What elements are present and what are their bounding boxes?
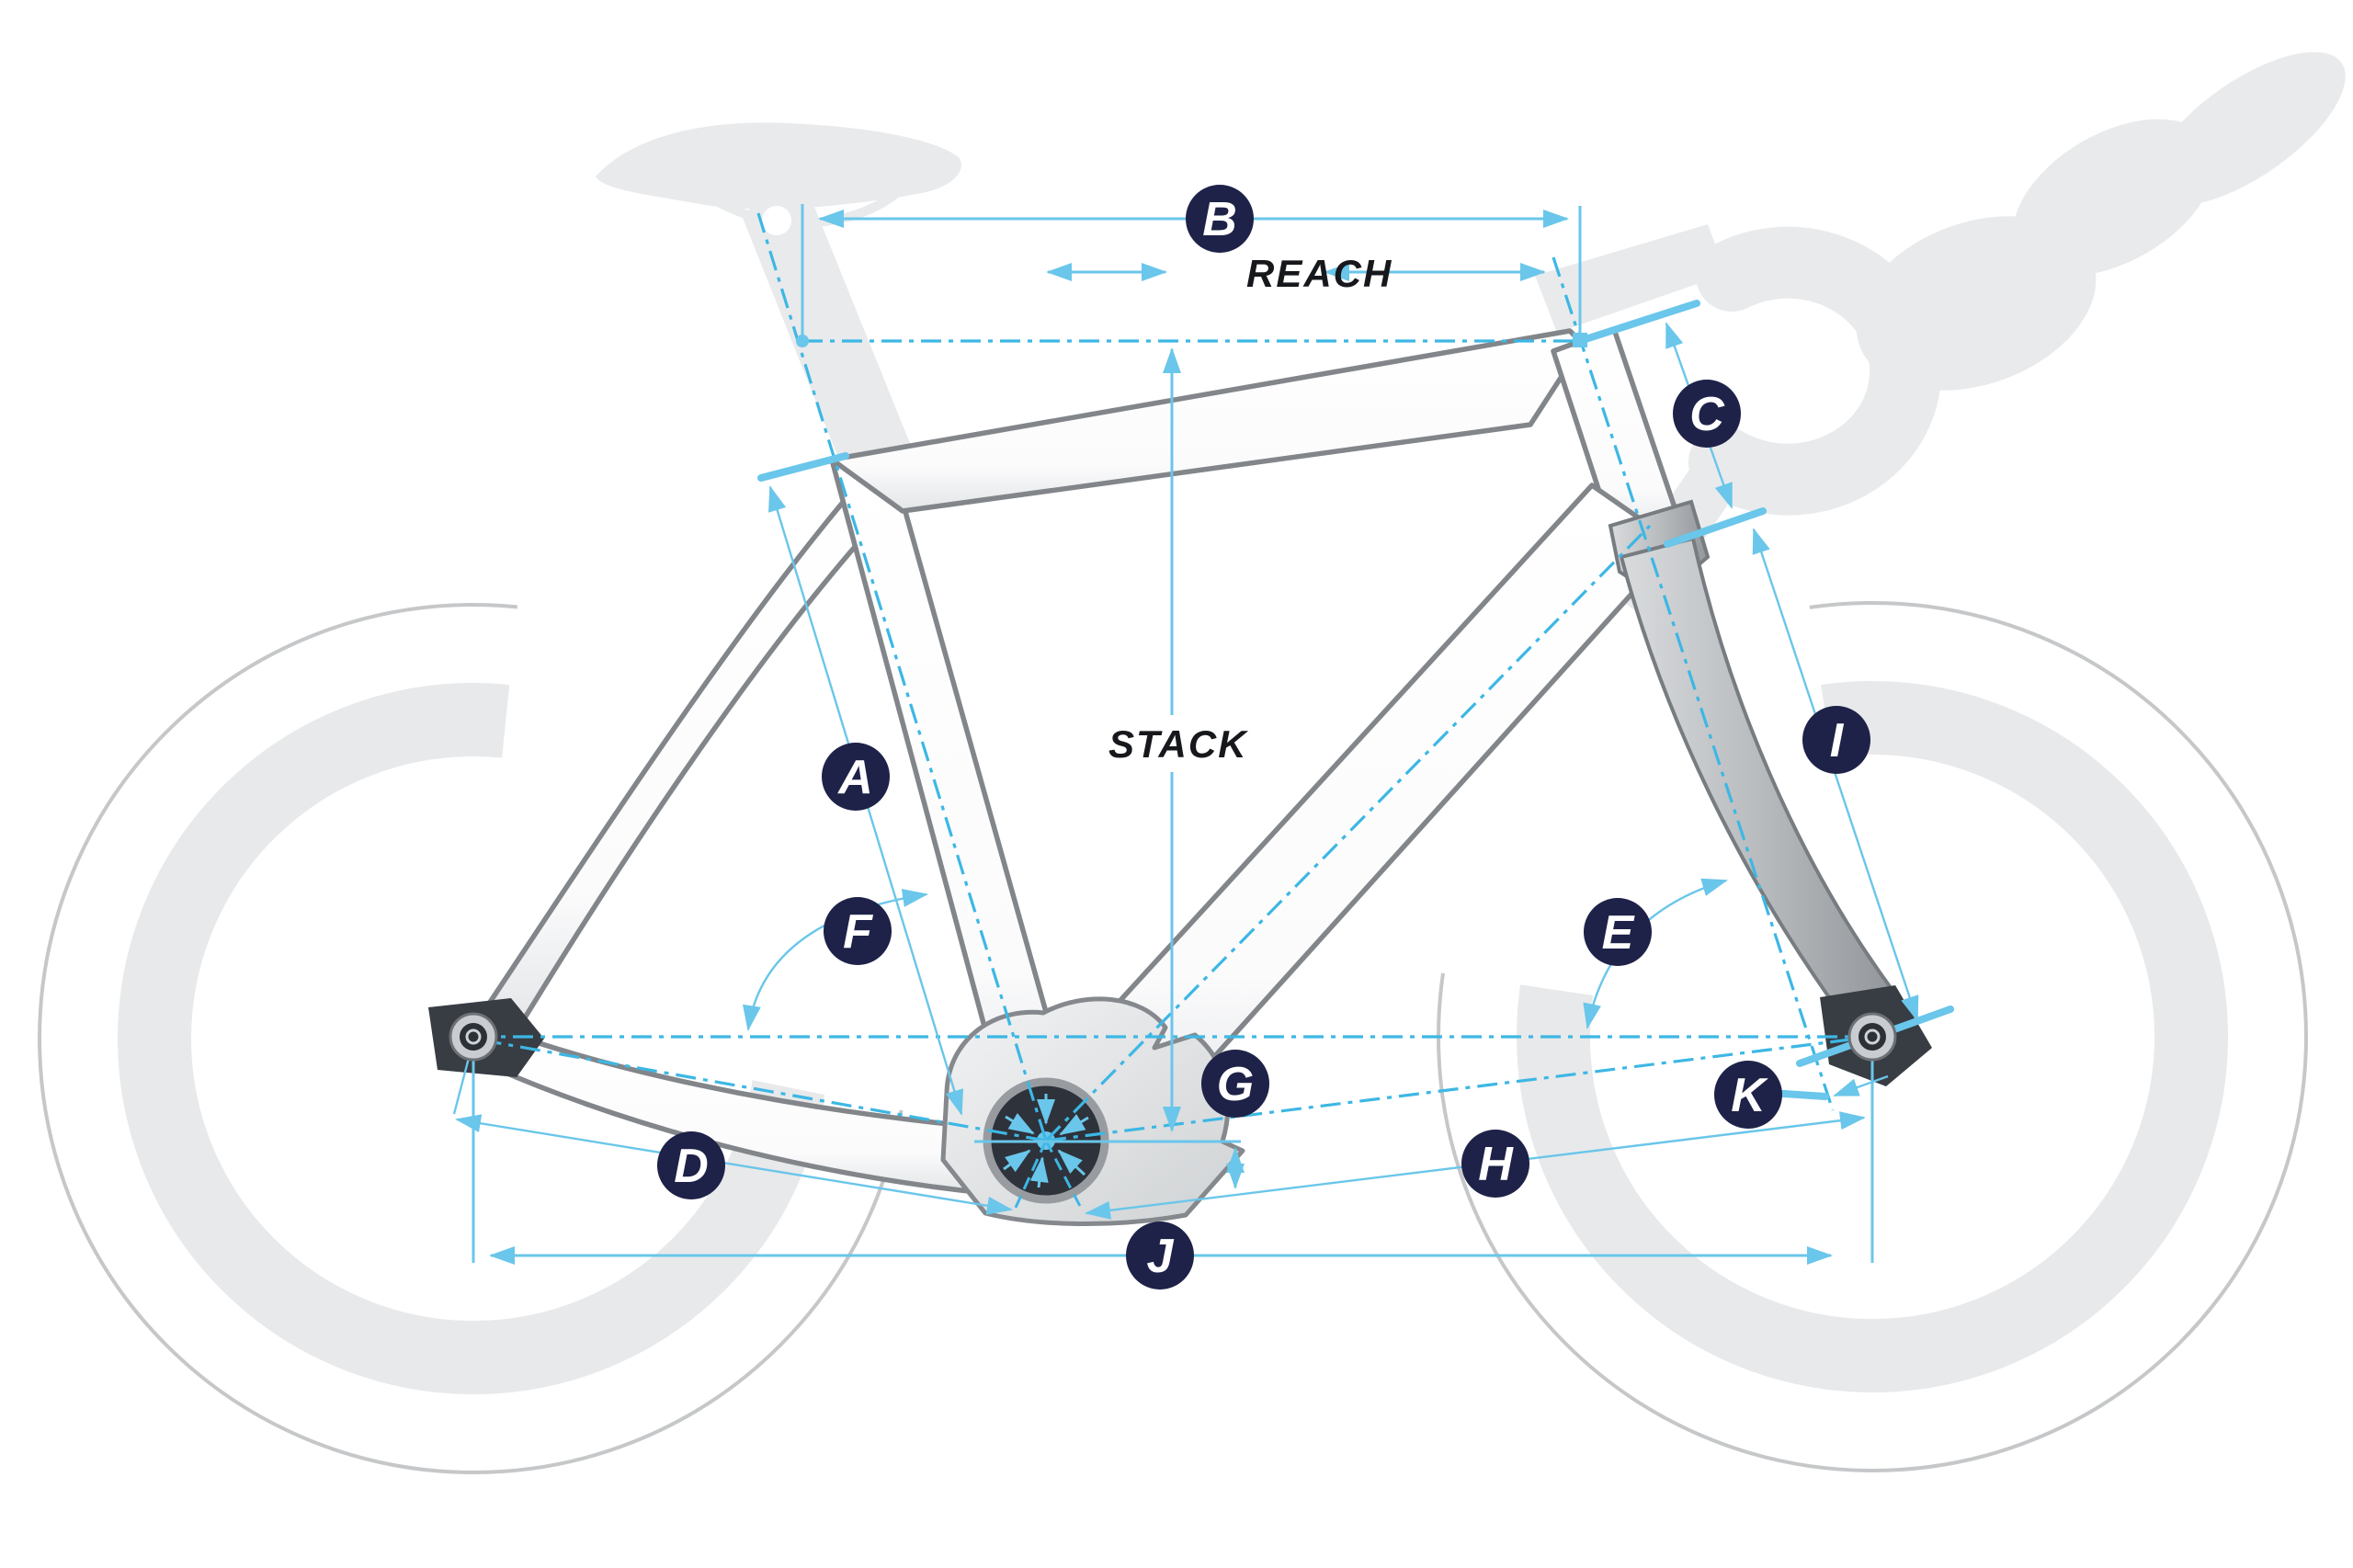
badge-H-label: H: [1478, 1138, 1514, 1191]
badge-K: K: [1714, 1061, 1782, 1129]
badge-J-circle: [1126, 1221, 1194, 1290]
badge-I-label: I: [1830, 714, 1845, 767]
badge-K-label: K: [1731, 1069, 1768, 1122]
badge-G-circle: [1201, 1050, 1269, 1118]
badge-C-circle: [1673, 380, 1741, 448]
dim-K-arrow: [1833, 1074, 1889, 1097]
badge-B-circle: [1186, 185, 1254, 253]
badge-G-label: G: [1217, 1058, 1254, 1111]
steering-axis: [1552, 256, 1835, 1111]
stack-label-halo: [1101, 715, 1272, 768]
badge-C-label: C: [1689, 388, 1725, 441]
dim-F-arc: [742, 889, 928, 1031]
badge-H-circle: [1461, 1130, 1529, 1198]
badge-J-label: J: [1147, 1230, 1175, 1283]
handlebar-ghost: [1535, 51, 2346, 612]
badge-E-circle: [1584, 898, 1652, 966]
badge-D: D: [657, 1131, 725, 1199]
badge-A: A: [822, 743, 890, 811]
badge-C: C: [1673, 380, 1741, 448]
badge-A-label: A: [836, 751, 873, 804]
reach-label: REACH: [1246, 252, 1392, 295]
badge-J: J: [1126, 1221, 1194, 1290]
dim-A-tick: [757, 452, 849, 482]
bb-ext-left: [1013, 1140, 1048, 1210]
badge-F-circle: [824, 897, 892, 965]
dim-C-tick-bottom: [1664, 507, 1767, 548]
saddle-ghost: [596, 122, 961, 485]
badge-I-circle: [1802, 706, 1870, 774]
badge-H: H: [1461, 1130, 1529, 1198]
dim-I: [1752, 528, 1919, 1022]
badge-G: G: [1201, 1050, 1269, 1118]
front-wheel-gap-mask: [1388, 551, 1872, 1037]
stem-ghost: [1535, 224, 1726, 333]
seatpost-ghost: [741, 202, 917, 485]
saddle-top: [596, 122, 961, 210]
badge-B-label: B: [1202, 193, 1237, 246]
badge-A-circle: [822, 743, 890, 811]
stack-label: STACK: [1108, 722, 1248, 766]
dim-D: [455, 1114, 1013, 1215]
down-tube-axis: [1044, 524, 1652, 1142]
badge-K-circle: [1714, 1061, 1782, 1129]
badge-E: E: [1584, 898, 1652, 966]
badge-I: I: [1802, 706, 1870, 774]
badge-B: B: [1186, 185, 1254, 253]
badge-F-label: F: [843, 905, 873, 959]
badge-F: F: [824, 897, 892, 965]
axle-details: [449, 1012, 1897, 1062]
badge-D-label: D: [674, 1140, 709, 1193]
badge-D-circle: [657, 1131, 725, 1199]
seat-clamp-hole: [762, 206, 791, 235]
seat-axis-node: [796, 335, 809, 347]
text-labels: REACH STACK: [1101, 252, 1392, 768]
dimension-badges: A B C D E F G H I J K: [657, 185, 1870, 1290]
bb-ext-right: [1044, 1140, 1085, 1212]
forearm-ghost: [2149, 51, 2346, 206]
badge-E-label: E: [1602, 906, 1635, 960]
dim-C-tick-top: [1579, 300, 1700, 344]
